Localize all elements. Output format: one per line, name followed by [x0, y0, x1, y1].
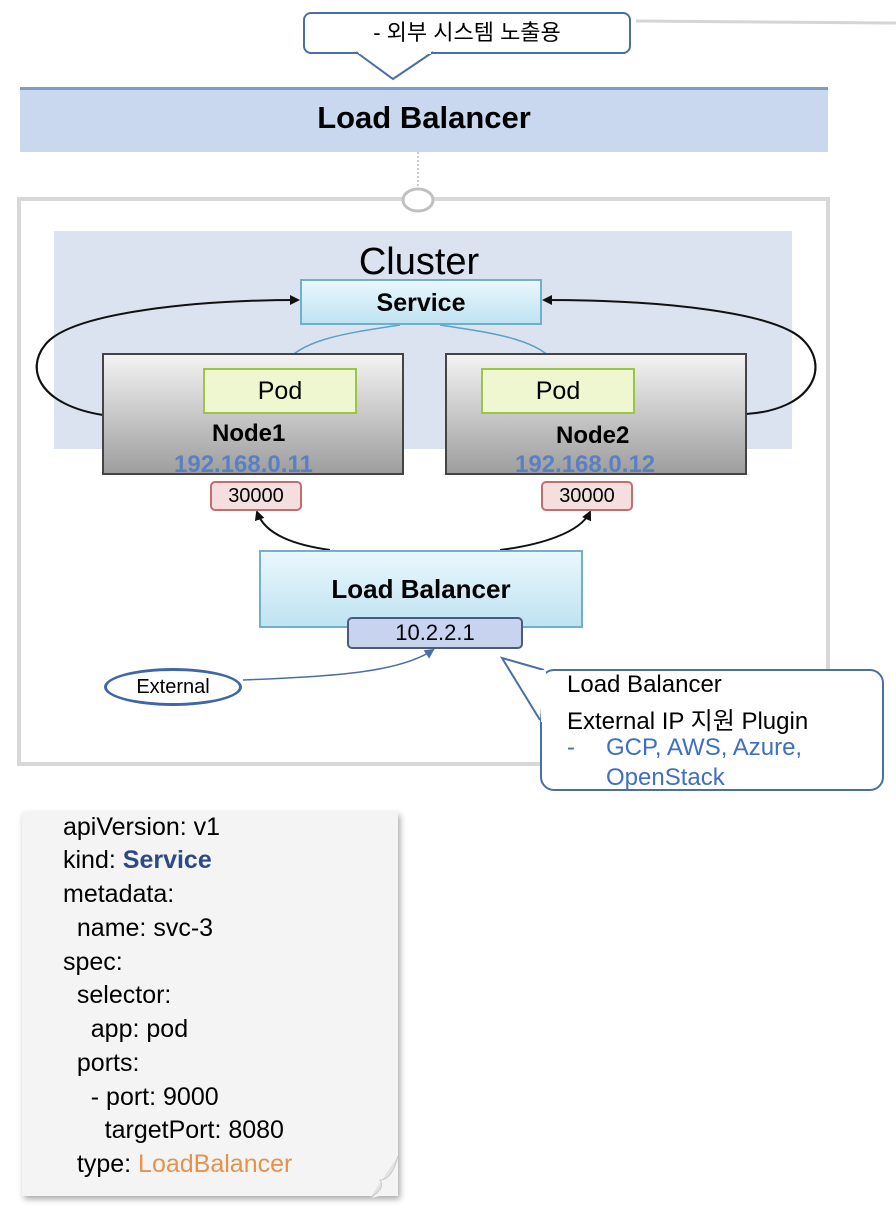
plugin-line-1: Load Balancer [567, 671, 722, 698]
pod1-box: Pod [203, 368, 357, 414]
pod1-label: Pod [257, 377, 303, 405]
frame-connector-circle [401, 187, 435, 213]
load-balancer-ip: 10.2.2.1 [395, 620, 475, 645]
yaml-spec: spec: [63, 948, 123, 976]
service-label: Service [376, 289, 466, 317]
node2-ip: 192.168.0.12 [515, 451, 656, 478]
top-callout-text: - 외부 시스템 노출용 [373, 20, 561, 45]
plugin-line-4: OpenStack [606, 764, 725, 791]
yaml-card [22, 812, 398, 1196]
load-balancer-label: Load Balancer [331, 574, 511, 604]
yaml-kind-key: kind: [63, 846, 123, 874]
plugin-line-2: External IP 지원 Plugin [567, 708, 809, 735]
pod2-box: Pod [481, 368, 635, 414]
yaml-ports: ports: [63, 1049, 140, 1077]
yaml-app: app: pod [63, 1015, 189, 1043]
load-balancer-box: Load Balancer [259, 550, 583, 628]
cluster-title: Cluster [358, 241, 480, 283]
yaml-type-key: type: [63, 1150, 139, 1178]
node1-ip: 192.168.0.11 [174, 451, 313, 478]
yaml-selector: selector: [63, 981, 172, 1009]
yaml-type-line: type: LoadBalancer [63, 1150, 292, 1179]
external-label: External [136, 676, 210, 698]
node2-name: Node2 [556, 422, 630, 449]
yaml-name: name: svc-3 [63, 914, 214, 942]
node1-port-label: 30000 [228, 485, 284, 507]
top-callout: - 외부 시스템 노출용 [303, 12, 631, 54]
lb-to-port1-arrow [254, 510, 331, 551]
node1-port-badge: 30000 [210, 481, 302, 511]
plugin-list-dash: - [567, 734, 575, 761]
lb-to-port2-arrow [499, 510, 592, 551]
node2-port-badge: 30000 [541, 481, 633, 511]
load-balancer-banner [20, 87, 828, 152]
load-balancer-ip-badge: 10.2.2.1 [347, 617, 523, 649]
yaml-metadata: metadata: [63, 880, 175, 908]
yaml-port: - port: 9000 [63, 1083, 219, 1111]
yaml-type-value: LoadBalancer [138, 1150, 293, 1178]
page-curl [352, 1150, 399, 1199]
external-to-lb-arrow [242, 648, 435, 681]
service-box: Service [300, 279, 542, 325]
yaml-target-port: targetPort: 8080 [63, 1116, 284, 1144]
plugin-line-3: GCP, AWS, Azure, [606, 734, 803, 761]
yaml-api-version: apiVersion: v1 [63, 813, 221, 841]
yaml-kind-line: kind: Service [63, 846, 212, 875]
top-rule [635, 19, 896, 25]
external-client-ellipse: External [104, 668, 242, 706]
plugin-callout-tail [500, 656, 546, 722]
top-callout-tail [355, 51, 434, 81]
node2-port-label: 30000 [559, 485, 615, 507]
banner-title: Load Balancer [317, 100, 531, 135]
node1-name: Node1 [212, 420, 286, 447]
plugin-callout [540, 669, 884, 791]
pod2-label: Pod [535, 377, 581, 405]
yaml-kind-value: Service [122, 846, 212, 874]
